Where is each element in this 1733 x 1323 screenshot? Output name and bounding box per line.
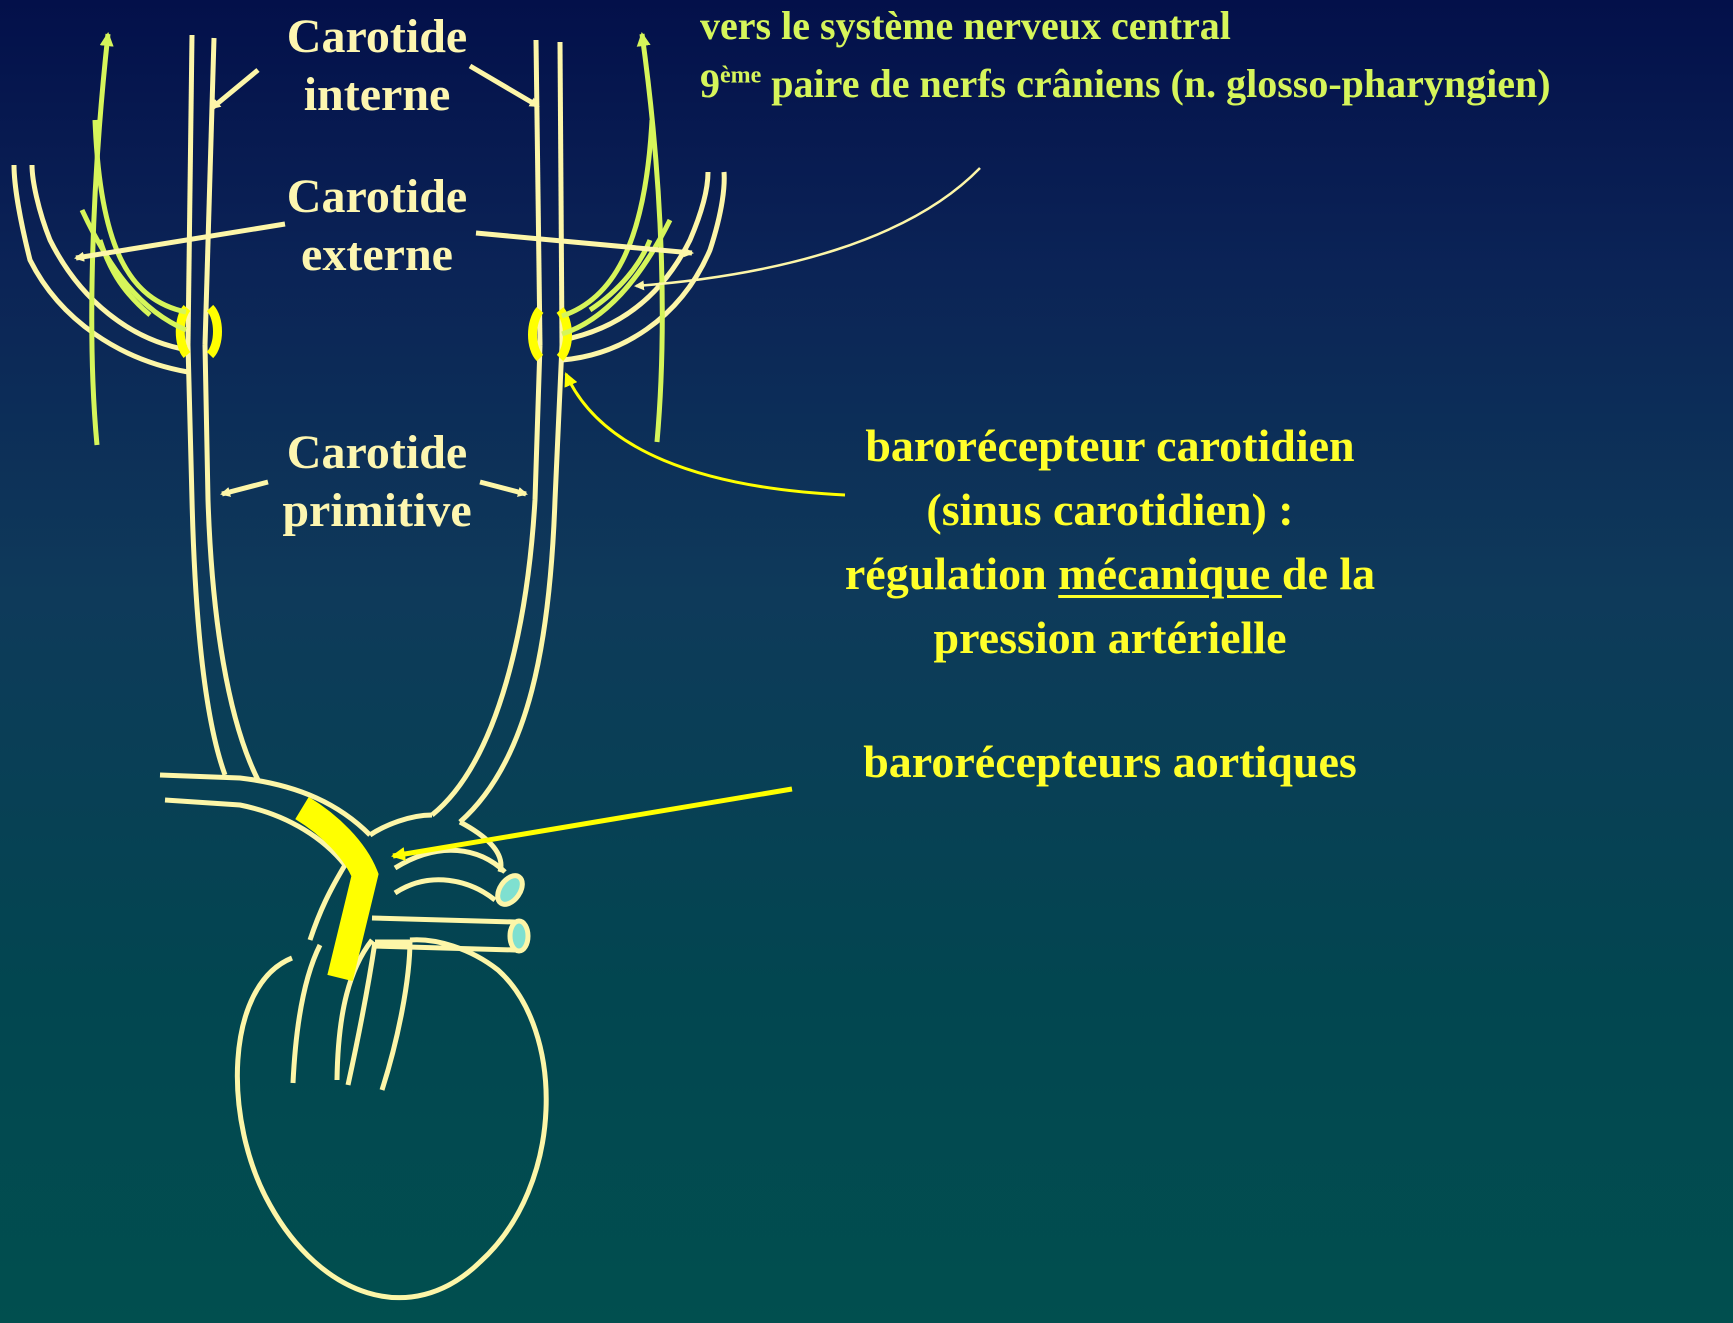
carotid-sinus-line3: régulation mécanique de la — [760, 542, 1460, 606]
nerve-text-2: paire de nerfs crâniens (n. glosso-phary… — [761, 61, 1550, 106]
carotid-sinus-text: barorécepteur carotidien (sinus carotidi… — [760, 414, 1460, 670]
aortic-label: barorécepteurs aortiques — [760, 734, 1460, 789]
nerve-sup: ème — [720, 63, 761, 89]
label-carotide-externe-line2: externe — [257, 226, 497, 284]
label-carotide-externe-line1: Carotide — [257, 168, 497, 226]
carotid-sinus-underlined: mécanique — [1058, 548, 1282, 599]
nerve-text-1: vers le système nerveux central — [700, 3, 1231, 48]
carotid-sinus-line3-post: de la — [1282, 548, 1375, 599]
carotid-sinus-line2: (sinus carotidien) : — [760, 478, 1460, 542]
carotid-sinus-receptors — [180, 308, 567, 358]
label-carotide-primitive: Carotide primitive — [257, 424, 497, 539]
carotid-sinus-line4: pression artérielle — [760, 606, 1460, 670]
nerve-line-1: vers le système nerveux central — [700, 2, 1231, 50]
nerve-pointer-arrow — [636, 168, 980, 286]
right-internal-carotid — [536, 40, 562, 345]
aortic-pointer-arrow — [393, 789, 792, 856]
pulmonary-artery — [372, 850, 528, 951]
label-carotide-interne-line1: Carotide — [257, 8, 497, 66]
right-common-carotid — [432, 345, 562, 822]
nerve-num: 9 — [700, 61, 720, 106]
carotid-sinus-line1: barorécepteur carotidien — [760, 414, 1460, 478]
label-carotide-interne: Carotide interne — [257, 8, 497, 123]
left-internal-carotid — [188, 35, 214, 345]
label-carotide-primitive-line2: primitive — [257, 482, 497, 540]
nerve-line-2: 9ème paire de nerfs crâniens (n. glosso-… — [700, 60, 1551, 108]
left-common-carotid — [188, 345, 258, 780]
label-carotide-externe: Carotide externe — [257, 168, 497, 283]
label-carotide-primitive-line1: Carotide — [257, 424, 497, 482]
carotid-sinus-line3-pre: régulation — [845, 548, 1058, 599]
heart-ventricle — [237, 940, 546, 1298]
label-carotide-interne-line2: interne — [257, 66, 497, 124]
